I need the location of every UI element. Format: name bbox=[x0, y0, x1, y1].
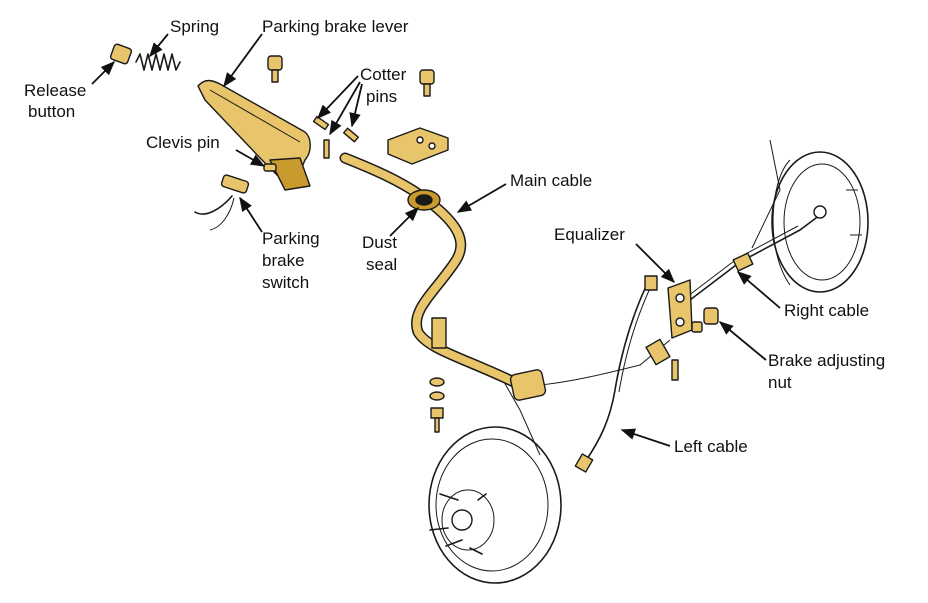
label-clevis-pin: Clevis pin bbox=[146, 133, 220, 152]
label-brake-adjusting-nut-2: nut bbox=[768, 373, 792, 392]
label-left-cable: Left cable bbox=[674, 437, 748, 456]
label-parking-brake-lever: Parking brake lever bbox=[262, 17, 409, 36]
arrow-parking-brake-lever bbox=[223, 33, 263, 88]
arrow-main-cable bbox=[456, 183, 507, 213]
parking-brake-lever-drawing bbox=[197, 79, 311, 191]
arrow-left-cable bbox=[620, 428, 671, 447]
labels: Spring Parking brake lever Release butto… bbox=[24, 17, 885, 456]
label-equalizer: Equalizer bbox=[554, 225, 625, 244]
arrow-dust-seal bbox=[389, 206, 420, 237]
label-release-button-2: button bbox=[28, 102, 75, 121]
arrow-release-button bbox=[91, 60, 116, 85]
arrow-equalizer bbox=[635, 243, 676, 284]
arrow-cotter-pin-2 bbox=[329, 81, 361, 136]
arrow-cotter-pin-1 bbox=[317, 75, 359, 120]
label-parking-brake-switch-3: switch bbox=[262, 273, 309, 292]
cotter-pins-drawing bbox=[267, 55, 435, 159]
label-cotter-pins-2: pins bbox=[366, 87, 397, 106]
label-dust-seal-1: Dust bbox=[362, 233, 397, 252]
parking-brake-switch-drawing bbox=[194, 174, 250, 231]
release-button-drawing bbox=[109, 43, 133, 65]
label-parking-brake-switch-1: Parking bbox=[262, 229, 320, 248]
spring-drawing bbox=[135, 53, 181, 71]
mounting-bracket-drawing bbox=[387, 127, 449, 165]
label-parking-brake-switch-2: brake bbox=[262, 251, 305, 270]
equalizer-drawing bbox=[645, 279, 693, 381]
dust-seal-drawing bbox=[407, 189, 441, 211]
left-cable-drawing bbox=[574, 275, 658, 473]
left-brake-drum bbox=[428, 374, 562, 584]
label-main-cable: Main cable bbox=[510, 171, 592, 190]
clevis-pin-drawing bbox=[263, 163, 277, 172]
arrow-clevis-pin bbox=[235, 149, 266, 167]
bolt-stack-drawing bbox=[429, 377, 445, 433]
main-cable-drawing bbox=[339, 152, 671, 401]
label-release-button-1: Release bbox=[24, 81, 86, 100]
arrow-right-cable bbox=[736, 271, 781, 309]
arrow-spring bbox=[149, 33, 169, 58]
label-spring: Spring bbox=[170, 17, 219, 36]
label-cotter-pins-1: Cotter bbox=[360, 65, 407, 84]
arrow-cotter-pin-3 bbox=[349, 83, 363, 128]
brake-adjusting-nut-drawing bbox=[691, 307, 719, 333]
arrow-brake-adjusting-nut bbox=[718, 321, 767, 361]
label-dust-seal-2: seal bbox=[366, 255, 397, 274]
label-brake-adjusting-nut-1: Brake adjusting bbox=[768, 351, 885, 370]
label-right-cable: Right cable bbox=[784, 301, 869, 320]
leader-arrows bbox=[91, 33, 781, 447]
right-brake-drum bbox=[751, 139, 869, 293]
arrow-parking-brake-switch bbox=[239, 196, 263, 233]
right-cable-drawing bbox=[687, 205, 827, 301]
